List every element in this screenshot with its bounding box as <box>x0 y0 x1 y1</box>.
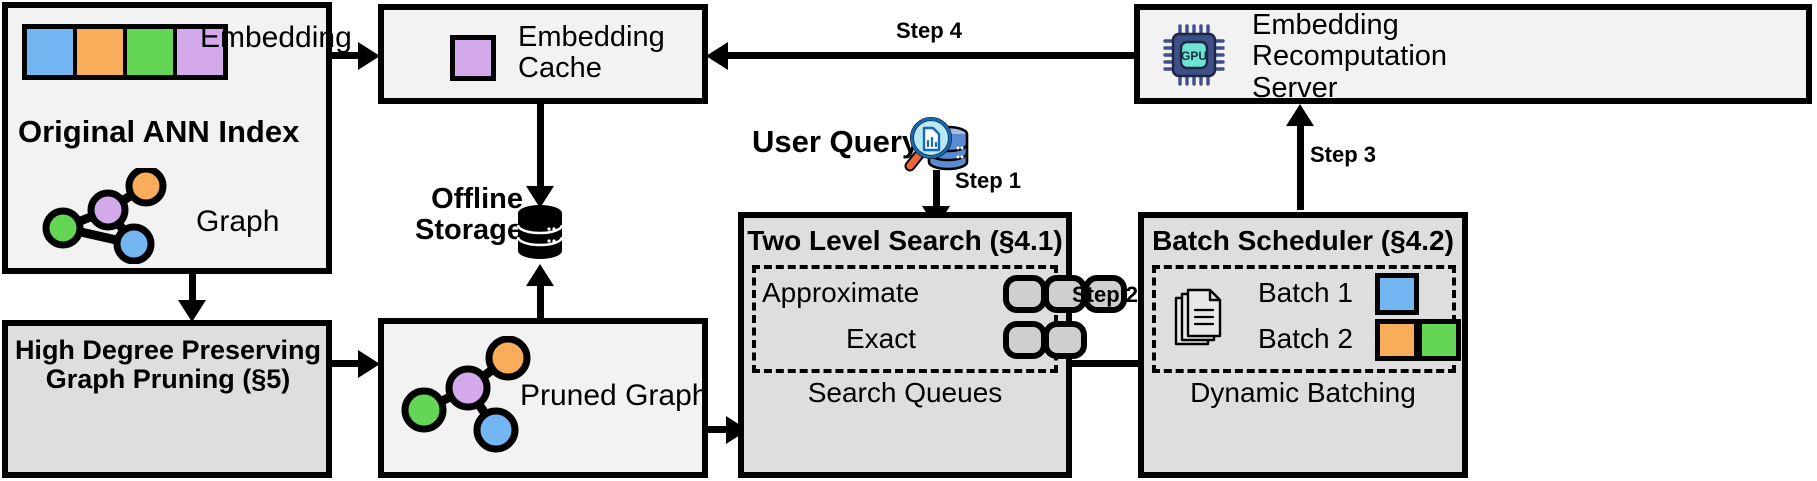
database-icon <box>517 205 563 259</box>
approximate-queue-chip-1 <box>1003 275 1047 313</box>
embedding-cache-box <box>378 4 708 104</box>
dynamic-batching-caption: Dynamic Batching <box>1190 377 1416 408</box>
approximate-row-label: Approximate <box>762 277 920 308</box>
arrow-prunedgraph-to-storage-line <box>537 278 544 338</box>
exact-row-label: Exact <box>846 323 917 354</box>
arrow-step1-line <box>933 170 940 212</box>
arrow-cache-to-storage-head <box>526 186 554 208</box>
arrow-prunedgraph-to-search-line <box>708 426 734 433</box>
batch-1-swatch-1 <box>1375 273 1419 315</box>
arrow-cache-to-storage-line <box>537 104 544 192</box>
embedding-cache-title: Embedding Cache <box>518 21 665 85</box>
arrow-prunedgraph-to-storage-head <box>526 264 554 286</box>
user-query-label: User Query <box>752 124 920 159</box>
graph-pruning-box <box>2 320 332 478</box>
arrow-pruning-to-prunedgraph-head <box>358 350 380 378</box>
pruned-graph-title: Pruned Graph <box>520 379 709 412</box>
embedding-cell-3 <box>127 29 177 75</box>
offline-storage-label: Offline Storage <box>415 183 523 247</box>
step-2-label: Step 2 <box>1072 282 1139 307</box>
two-level-search-title: Two Level Search (§4.1) <box>747 225 1063 256</box>
exact-queue-chip-2 <box>1043 321 1087 359</box>
arrow-index-to-cache-line <box>332 52 366 59</box>
original-graph-illustration <box>42 168 167 264</box>
step-1-label: Step 1 <box>955 168 1022 193</box>
arrow-index-to-cache-head <box>358 42 380 70</box>
pruned-graph-illustration <box>401 336 531 453</box>
embedding-label: Embedding <box>200 21 352 54</box>
recomputation-server-title: Embedding Recomputation Server <box>1252 9 1448 104</box>
original-ann-index-title: Original ANN Index <box>18 114 300 149</box>
search-queues-caption: Search Queues <box>807 377 1003 408</box>
embedding-cache-swatch <box>450 35 496 81</box>
search-queues-dashed-panel <box>752 265 1058 373</box>
documents-icon <box>1174 288 1222 346</box>
query-search-database-icon <box>904 117 969 172</box>
batch-2-swatch-1 <box>1375 319 1419 361</box>
gpu-chip-icon: GPU <box>1163 24 1225 86</box>
step-4-label: Step 4 <box>896 18 963 43</box>
arrow-pruning-to-prunedgraph-line <box>332 360 366 367</box>
embedding-vector-strip <box>22 24 228 80</box>
pruned-graph-box <box>378 318 708 478</box>
arrow-step4-line <box>720 52 1134 59</box>
arrow-step2-line <box>1072 360 1148 367</box>
step-3-label: Step 3 <box>1310 142 1377 167</box>
arrow-step3-head <box>1286 104 1314 126</box>
approximate-queue-chip-3 <box>1083 275 1127 313</box>
batch-2-label: Batch 2 <box>1258 323 1353 354</box>
graph-pruning-title: High Degree Preserving Graph Pruning (§5… <box>14 335 322 395</box>
batch-scheduler-title: Batch Scheduler (§4.2) <box>1152 225 1454 256</box>
embedding-cell-4 <box>177 29 223 75</box>
gpu-icon-text: GPU <box>1181 49 1207 63</box>
graph-label: Graph <box>196 205 280 238</box>
arrow-index-to-pruning-head <box>178 300 206 322</box>
arrow-step4-head <box>706 42 728 70</box>
batch-2-swatch-2 <box>1417 319 1461 361</box>
embedding-cell-2 <box>77 29 127 75</box>
exact-queue-chip-1 <box>1003 321 1047 359</box>
arrow-step3-line <box>1297 118 1304 210</box>
recomputation-server-box <box>1134 4 1812 104</box>
batch-1-label: Batch 1 <box>1258 277 1353 308</box>
embedding-cell-1 <box>27 29 77 75</box>
arrow-index-to-pruning-line <box>189 274 196 304</box>
